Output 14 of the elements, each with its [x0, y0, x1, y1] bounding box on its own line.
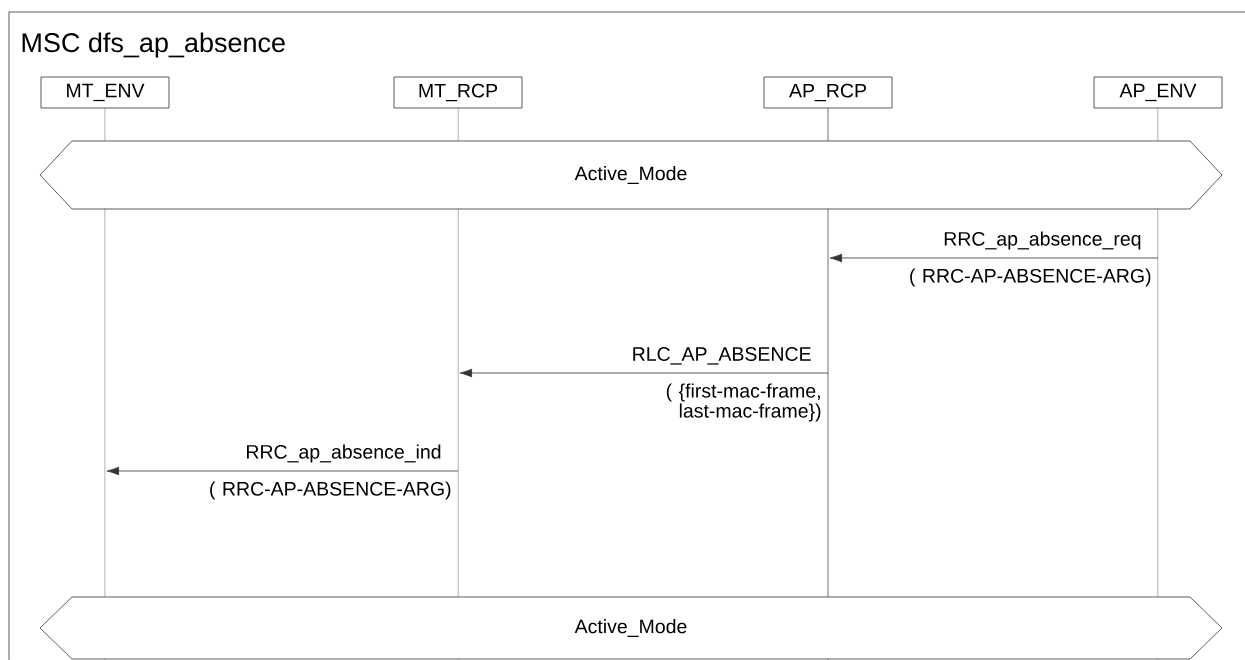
instance-box: MT_ENV — [40, 76, 170, 109]
diagram-title: MSC dfs_ap_absence — [22, 32, 285, 58]
node-label: Active_Mode — [574, 618, 687, 637]
message-arrow — [829, 253, 1159, 263]
message-arrow — [459, 368, 829, 378]
condition-hexagon: Active_Mode — [39, 140, 1223, 210]
message-label: RRC_ap_absence_ind — [243, 442, 444, 465]
instance-box: AP_RCP — [763, 76, 893, 109]
message-label: RRC_ap_absence_req — [941, 229, 1144, 252]
message-label: RLC_AP_ABSENCE — [629, 345, 814, 367]
message-arrow — [106, 466, 459, 476]
instance-box: MT_RCP — [393, 76, 523, 109]
instance-box: AP_ENV — [1093, 76, 1223, 109]
condition-hexagon: Active_Mode — [39, 596, 1223, 660]
